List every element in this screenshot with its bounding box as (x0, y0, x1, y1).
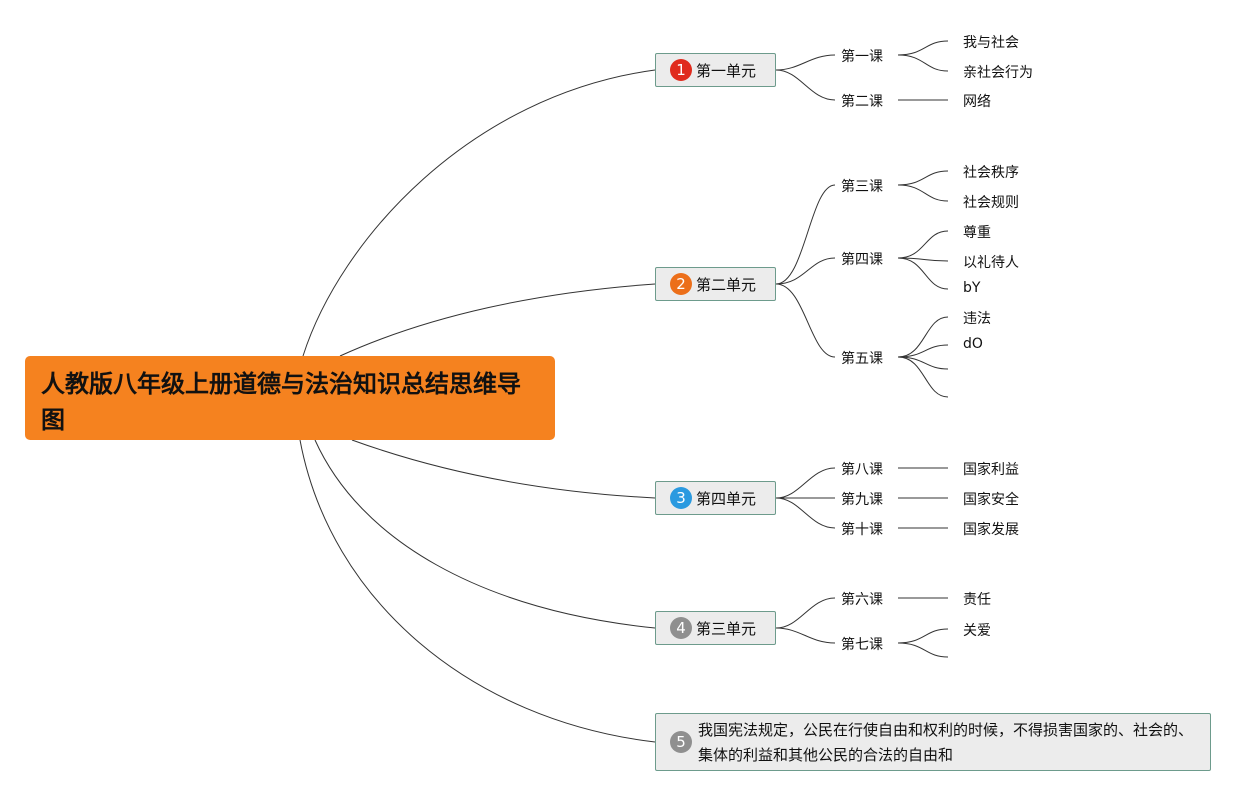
number-badge-icon: 5 (670, 731, 692, 753)
unit-label: 第四单元 (696, 489, 757, 508)
lesson-node[interactable]: 第三课 (841, 179, 883, 195)
lesson-node[interactable]: 第二课 (841, 94, 883, 110)
topic-node[interactable]: 国家利益 (963, 462, 1019, 478)
number-badge-icon: 4 (670, 617, 692, 639)
connector-root-note (299, 439, 656, 743)
topic-node[interactable]: 关爱 (963, 623, 991, 639)
topic-node[interactable]: 以礼待人 (963, 255, 1019, 271)
unit-label: 第一单元 (696, 61, 757, 80)
topic-node[interactable]: 国家发展 (963, 522, 1019, 538)
unit-label: 第二单元 (696, 275, 757, 294)
lesson-node[interactable]: 第七课 (841, 637, 883, 653)
number-badge-icon: 2 (670, 273, 692, 295)
connector-u1-l1 (775, 54, 836, 71)
topic-node[interactable]: 网络 (963, 94, 991, 110)
topic-node[interactable]: 亲社会行为 (963, 65, 1033, 81)
lesson-node[interactable]: 第四课 (841, 252, 883, 268)
topic-node[interactable]: 责任 (963, 592, 991, 608)
connector-root-unit2 (339, 283, 656, 357)
lesson-node[interactable]: 第六课 (841, 592, 883, 608)
lesson-node[interactable]: 第一课 (841, 49, 883, 65)
unit-label: 第三单元 (696, 619, 757, 638)
topic-node[interactable]: dO (963, 336, 983, 352)
topic-node[interactable]: 违法 (963, 311, 991, 327)
connector-u1-l2 (775, 69, 836, 101)
lesson-node[interactable]: 第八课 (841, 462, 883, 478)
root-title: 人教版八年级上册道德与法治知识总结思维导图 (41, 370, 521, 434)
note-node-5[interactable]: 5 我国宪法规定，公民在行使自由和权利的时候，不得损害国家的、社会的、集体的利益… (655, 713, 1211, 771)
topic-node[interactable]: bY (963, 280, 981, 296)
connector-root-unit3 (351, 439, 656, 499)
unit-node-3[interactable]: 3 第四单元 (655, 481, 776, 515)
topic-node[interactable]: 社会规则 (963, 195, 1019, 211)
unit-node-4[interactable]: 4 第三单元 (655, 611, 776, 645)
topic-node[interactable]: 国家安全 (963, 492, 1019, 508)
connector-root-unit4 (314, 439, 656, 629)
connector-root-unit1 (302, 69, 656, 357)
note-text: 我国宪法规定，公民在行使自由和权利的时候，不得损害国家的、社会的、集体的利益和其… (698, 721, 1194, 764)
number-badge-icon: 1 (670, 59, 692, 81)
unit-node-2[interactable]: 2 第二单元 (655, 267, 776, 301)
unit-node-1[interactable]: 1 第一单元 (655, 53, 776, 87)
topic-node[interactable]: 我与社会 (963, 35, 1019, 51)
lesson-node[interactable]: 第十课 (841, 522, 883, 538)
topic-node[interactable]: 社会秩序 (963, 165, 1019, 181)
topic-node[interactable]: 尊重 (963, 225, 991, 241)
lesson-node[interactable]: 第五课 (841, 351, 883, 367)
lesson-node[interactable]: 第九课 (841, 492, 883, 508)
number-badge-icon: 3 (670, 487, 692, 509)
root-topic[interactable]: 人教版八年级上册道德与法治知识总结思维导图 (25, 356, 555, 440)
